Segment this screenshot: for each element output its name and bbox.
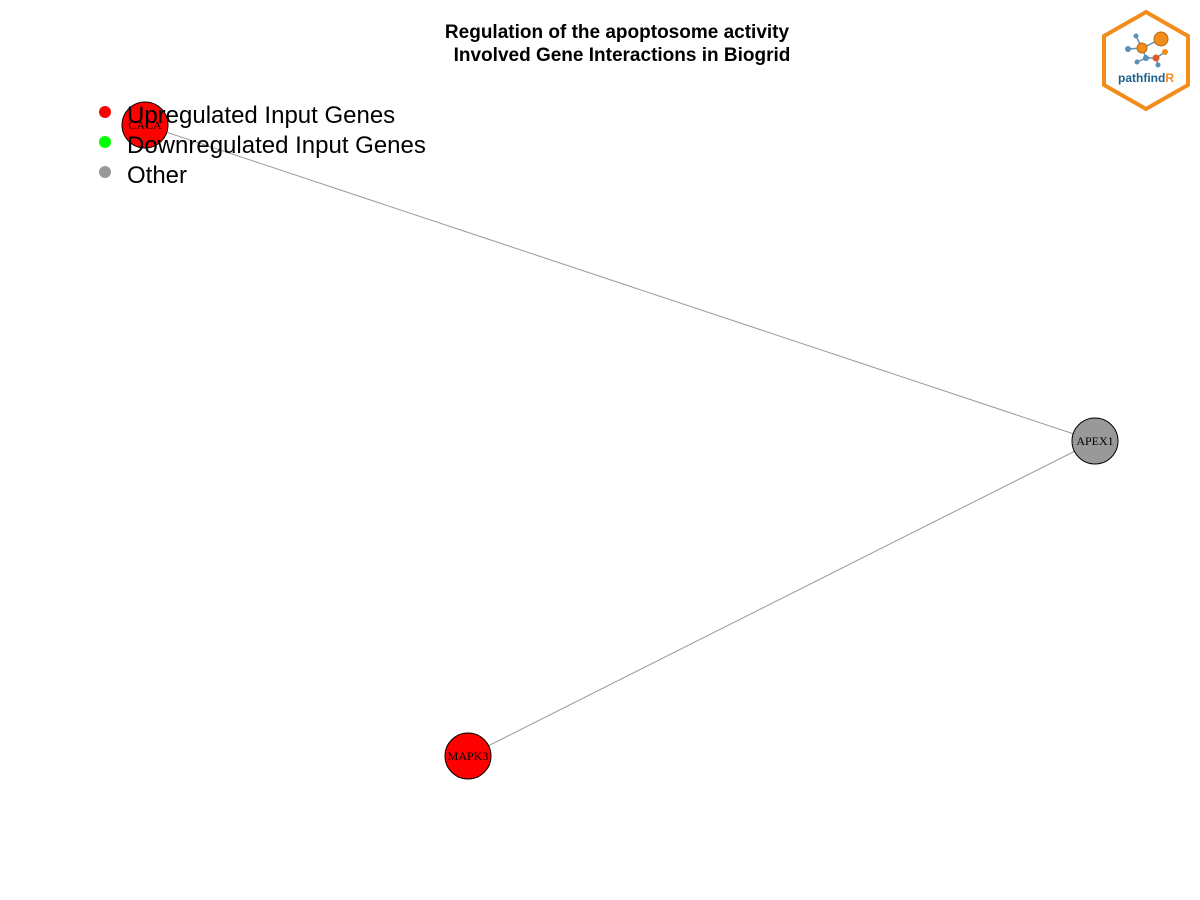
legend-dot-other [99,166,111,178]
edge-apex1-mapk3 [467,440,1096,757]
node-circle-caca [121,101,169,149]
logo-text-main: pathfind [1118,71,1165,85]
node-circle-mapk3 [444,732,492,780]
legend-label-other: Other [127,162,187,189]
diagram-title-line1: Regulation of the apoptosome activity [445,22,790,43]
edges-layer [144,124,1096,757]
node-label-apex1: APEX1 [1076,434,1113,448]
legend-label-downregulated: Downregulated Input Genes [127,132,426,159]
node-label-caca: CACA [128,118,162,132]
node-label-mapk3: MAPK3 [448,749,489,763]
pathfindr-logo: pathfindR [1102,9,1190,112]
node-apex1: APEX1 [1071,417,1119,465]
legend-dot-downregulated [99,136,111,148]
node-circle-apex1 [1071,417,1119,465]
logo-text-accent: R [1165,71,1174,85]
node-caca: CACA [121,101,169,149]
legend-label-upregulated: Upregulated Input Genes [127,102,395,129]
edge-caca-apex1 [144,124,1096,442]
network-graph-icon [1125,31,1169,68]
node-mapk3: MAPK3 [444,732,492,780]
legend: Upregulated Input Genes Downregulated In… [99,102,426,189]
legend-dot-upregulated [99,106,111,118]
diagram-title-line2: Involved Gene Interactions in Biogrid [454,45,791,66]
logo-text: pathfindR [1118,71,1174,85]
